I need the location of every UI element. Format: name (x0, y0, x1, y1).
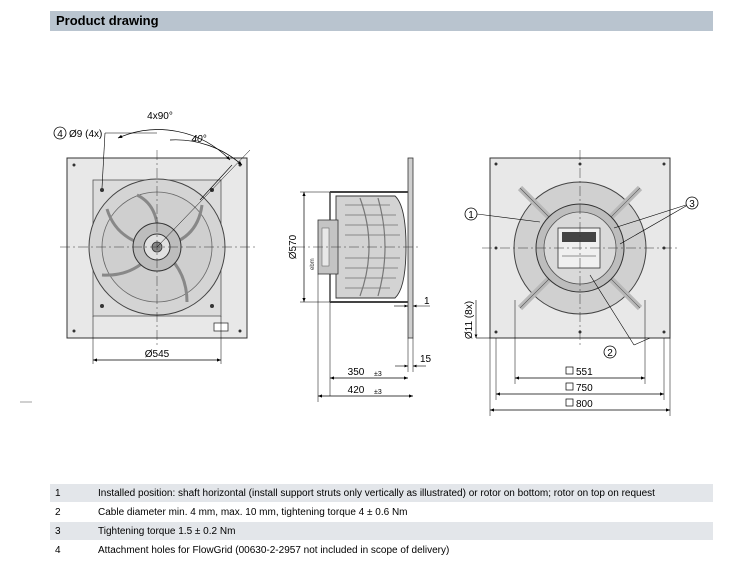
note-text: Cable diameter min. 4 mm, max. 10 mm, ti… (93, 502, 713, 522)
rear-view: 1 3 2 Ø11 (8x) 551 750 800 (464, 150, 699, 416)
rear-callout-3 (685, 196, 699, 210)
front-view: 4 Ø9 (4x) 4x90° 40° Ø545 (53, 111, 255, 364)
front-callout-4-label: 4 (57, 129, 63, 140)
side-plate-thickness: 15 (420, 354, 432, 365)
side-view: ebm Ø570 1 15 350 ±3 420 ±3 (288, 157, 432, 402)
front-angle: 40° (191, 134, 206, 145)
side-small-dim: 1 (424, 296, 430, 307)
side-depth-outer: 420 (348, 385, 365, 396)
front-diameter: Ø545 (145, 349, 170, 360)
product-drawing: 4 Ø9 (4x) 4x90° 40° Ø545 ebm Ø570 (20, 111, 699, 416)
table-row: 4 Attachment holes for FlowGrid (00630-2… (50, 540, 713, 560)
rear-dim-800: 800 (576, 399, 593, 410)
table-row: 1 Installed position: shaft horizontal (… (50, 484, 713, 503)
section-title: Product drawing (56, 13, 159, 28)
note-number: 4 (50, 540, 93, 560)
notes-table: 1 Installed position: shaft horizontal (… (50, 484, 713, 560)
rear-dim-750: 750 (576, 383, 593, 394)
note-number: 3 (50, 521, 93, 541)
side-depth-inner-tol: ±3 (374, 371, 382, 378)
rear-hole-label: Ø11 (8x) (464, 301, 475, 339)
side-depth-outer-tol: ±3 (374, 389, 382, 396)
section-header: Product drawing (50, 11, 713, 31)
front-callout-4 (53, 126, 67, 140)
side-plate (407, 157, 414, 339)
rear-callout-2-label: 2 (607, 348, 613, 359)
front-angle-pattern: 4x90° (147, 111, 173, 122)
rear-callout-3-label: 3 (689, 199, 695, 210)
rear-callout-1-label: 1 (468, 210, 474, 221)
rear-dim-551: 551 (576, 367, 593, 378)
table-row: 3 Tightening torque 1.5 ± 0.2 Nm (50, 521, 713, 541)
front-hole-label: Ø9 (4x) (69, 129, 102, 140)
table-row: 2 Cable diameter min. 4 mm, max. 10 mm, … (50, 502, 713, 522)
svg-text:ebm: ebm (310, 258, 316, 270)
rear-callout-2 (603, 345, 617, 359)
side-depth-inner: 350 (348, 367, 365, 378)
side-diameter: Ø570 (288, 234, 299, 259)
note-text: Tightening torque 1.5 ± 0.2 Nm (93, 521, 713, 541)
note-text: Installed position: shaft horizontal (in… (93, 484, 713, 503)
note-text: Attachment holes for FlowGrid (00630-2-2… (93, 540, 713, 560)
note-number: 2 (50, 502, 93, 522)
note-number: 1 (50, 484, 93, 503)
